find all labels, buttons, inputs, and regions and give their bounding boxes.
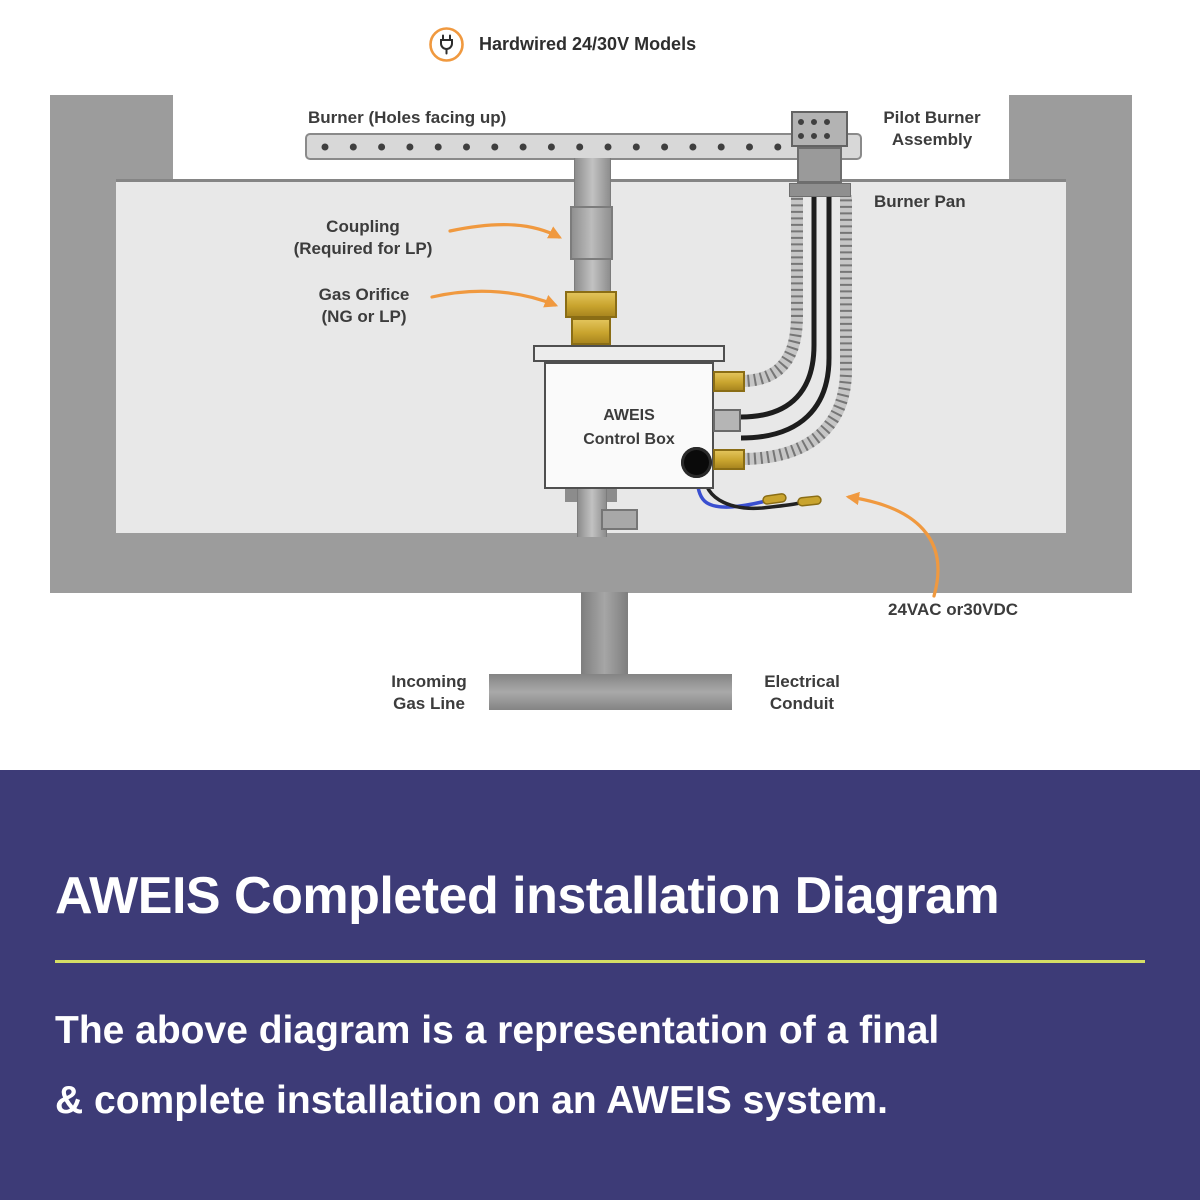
control-box-fitting-bottom	[713, 449, 745, 470]
vessel-right-wall	[1066, 95, 1132, 593]
bottom-riser-pipe	[581, 592, 628, 682]
footer-divider	[55, 960, 1145, 963]
footer-title: AWEIS Completed installation Diagram	[55, 867, 1000, 925]
vessel-flange-right	[1009, 95, 1066, 181]
burner-tube	[305, 133, 862, 160]
conduit-label: Electrical Conduit	[764, 672, 840, 714]
coupling-label: Coupling (Required for LP)	[293, 217, 433, 259]
control-box-fitting-mid	[713, 409, 741, 432]
control-box-lid	[533, 345, 725, 362]
control-box-label: AWEIS Control Box	[583, 407, 675, 448]
voltage-label: 24VAC or30VDC	[888, 600, 1019, 619]
orifice-label: Gas Orifice (NG or LP)	[318, 285, 410, 327]
coupling-sleeve	[570, 206, 613, 260]
gas-line-label: Incoming Gas Line	[391, 672, 467, 714]
burner-pan-label: Burner Pan	[874, 192, 966, 211]
footer-panel: AWEIS Completed installation Diagram The…	[0, 770, 1200, 1200]
gas-orifice-upper	[565, 291, 617, 318]
gas-elbow-fitting	[601, 509, 638, 530]
footer-body: The above diagram is a representation of…	[55, 1009, 940, 1123]
vessel-left-wall	[50, 95, 116, 593]
pilot-burner-base	[789, 183, 851, 197]
header-title: Hardwired 24/30V Models	[479, 33, 697, 54]
control-box-fitting-top	[713, 371, 745, 392]
vessel-flange-left	[116, 95, 173, 181]
gas-orifice-lower	[571, 318, 611, 345]
burner-label: Burner (Holes facing up)	[308, 108, 507, 127]
plug-icon	[428, 26, 465, 63]
vessel-bottom	[50, 533, 1132, 593]
header-badge: Hardwired 24/30V Models	[428, 26, 696, 63]
pilot-label: Pilot Burner Assembly	[883, 108, 981, 150]
bottom-horizontal-pipe	[489, 674, 732, 710]
pilot-burner-body	[797, 147, 842, 183]
pilot-burner-head	[791, 111, 848, 147]
